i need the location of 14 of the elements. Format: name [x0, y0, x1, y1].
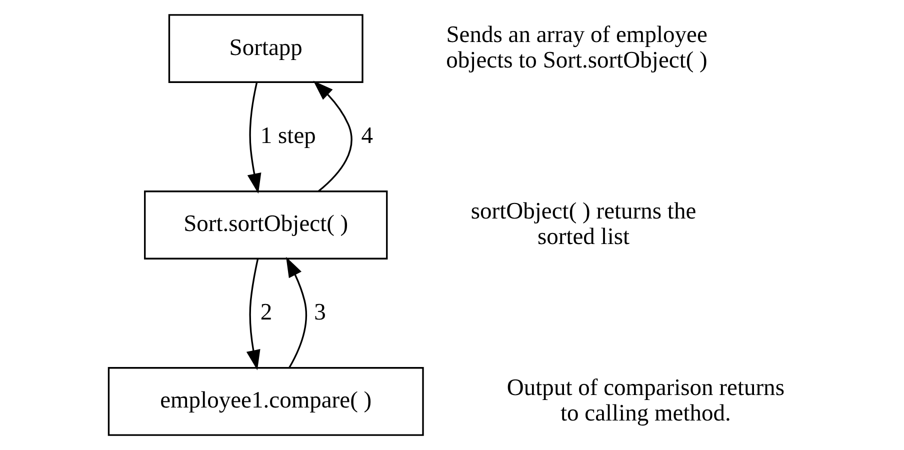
edge-label: 3: [314, 299, 326, 326]
arrow: [247, 82, 262, 194]
label: Output of comparison returns to calling method.: [506, 375, 784, 426]
label: Sends an array of employee objects to Sort.sortObject( ): [446, 22, 708, 74]
node-box: Sort.sortObject( ): [144, 190, 388, 260]
edge-label: 2: [260, 299, 272, 326]
arrow: [286, 256, 307, 368]
edge-label: 4: [361, 122, 374, 149]
edge-label: 1 step: [260, 122, 316, 149]
arrow: [313, 80, 352, 192]
arrow: [246, 258, 260, 370]
label: sortObject( ) returns the sorted list: [470, 198, 696, 250]
node-box: employee1.compare( ): [108, 367, 424, 436]
node-box: Sortapp: [168, 14, 364, 83]
